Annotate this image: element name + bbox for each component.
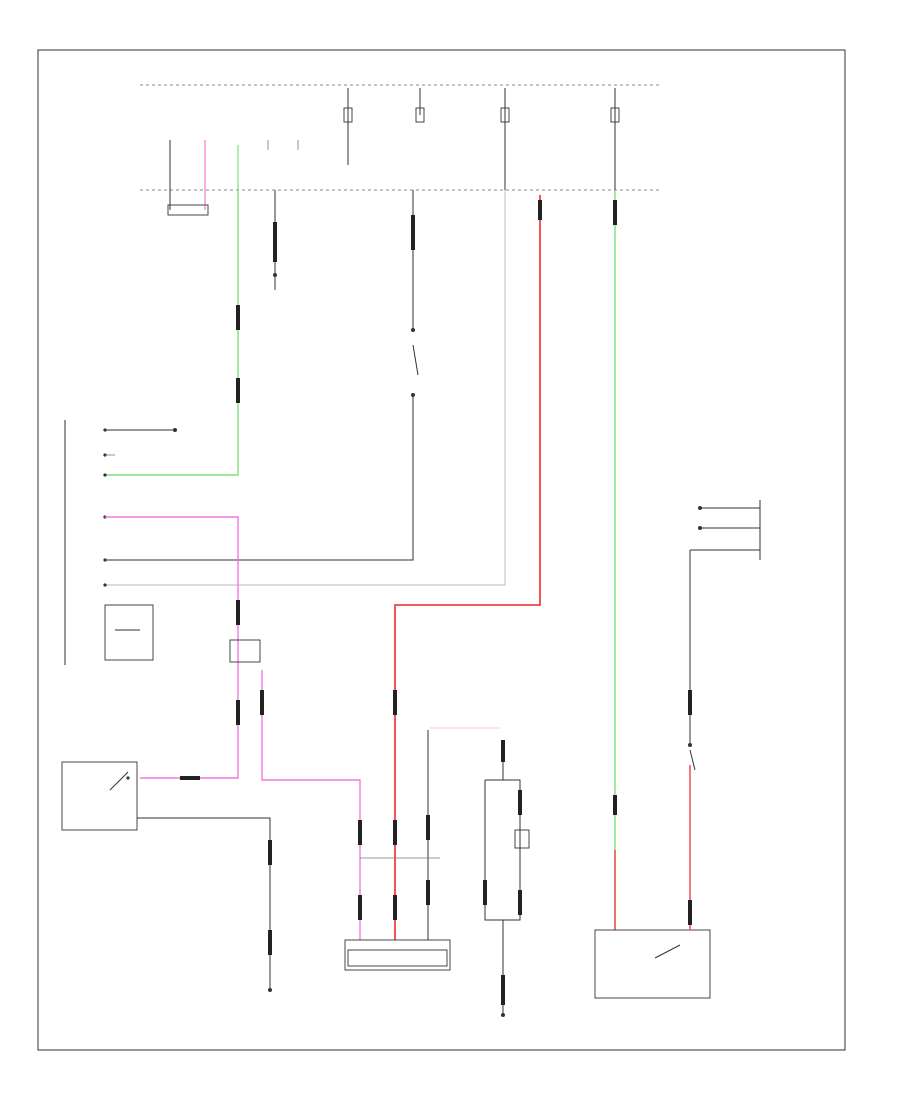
stop-light-seg-1: [483, 880, 487, 905]
right-connector-dot-2: [698, 526, 702, 530]
gray-wire: [105, 190, 506, 586]
brake-module-inner: [347, 949, 448, 967]
pink-seg-3: [180, 776, 200, 780]
red-seg-3: [393, 895, 397, 920]
pink-wire-branch: [261, 670, 361, 940]
right-relay-dot: [688, 743, 692, 747]
stop-light-feed-seg: [501, 740, 505, 762]
right-connector-dot-1: [698, 506, 702, 510]
pink-branch-seg-1: [260, 690, 264, 715]
right-green-seg-top: [613, 200, 617, 225]
ground-drop-dot: [273, 273, 277, 277]
junction-connector: [229, 639, 261, 663]
module-link-seg-2: [426, 880, 430, 905]
fuse-block-3: [500, 107, 510, 123]
ecu-internal-box: [104, 604, 154, 661]
fuse-block-2: [415, 107, 425, 123]
stop-light-seg-2: [518, 790, 522, 815]
relay-coil-dot: [411, 328, 415, 332]
ground-dot-center: [501, 1013, 505, 1017]
right-green-seg-bot: [613, 795, 617, 815]
ground-drop-seg: [273, 222, 277, 262]
pink-seg-1: [236, 600, 240, 625]
ecu-pin-3: [103, 473, 107, 477]
red-seg-1: [393, 690, 397, 715]
relay-return-wire: [105, 395, 414, 561]
ground-dot-left: [268, 988, 272, 992]
switch-contact: [109, 771, 129, 791]
pink-branch-seg-2: [358, 820, 362, 845]
red-wire: [394, 195, 541, 940]
red-seg-top: [538, 200, 542, 220]
green-seg-2: [236, 378, 240, 403]
right-red-seg: [688, 900, 692, 925]
pink-branch-seg-3: [358, 895, 362, 920]
right-relay-seg: [688, 690, 692, 715]
green-wire-main: [105, 190, 239, 476]
brake-module-box: [344, 939, 451, 971]
fuse-block-1: [343, 107, 353, 123]
ecu-top-term: [173, 428, 177, 432]
switch-dot: [126, 776, 130, 780]
green-seg-1: [236, 305, 240, 330]
pink-seg-2: [236, 700, 240, 725]
stop-light-frame: [484, 779, 521, 921]
right-relay-contact: [689, 749, 696, 771]
stop-light-seg-3: [518, 890, 522, 915]
module-link-seg-1: [426, 815, 430, 840]
connector-bracket: [167, 204, 209, 216]
stop-light-bulb: [514, 829, 530, 849]
red-seg-2: [393, 820, 397, 845]
decel-sensor-contact: [654, 944, 681, 959]
stop-light-ground-seg: [501, 975, 505, 1005]
switch-out-seg-2: [268, 930, 272, 955]
pink-wire-ecu: [105, 516, 239, 779]
switch-out-wire: [137, 817, 271, 990]
ecu-pin-6: [103, 583, 107, 587]
decel-sensor-box: [594, 929, 711, 999]
relay-contact: [412, 344, 419, 376]
relay-seg: [411, 215, 415, 250]
diagram-frame: [37, 49, 846, 1051]
combination-switch-box: [61, 761, 138, 831]
fuse-block-4: [610, 107, 620, 123]
switch-out-seg-1: [268, 840, 272, 865]
ecu-pin-5: [103, 558, 107, 562]
